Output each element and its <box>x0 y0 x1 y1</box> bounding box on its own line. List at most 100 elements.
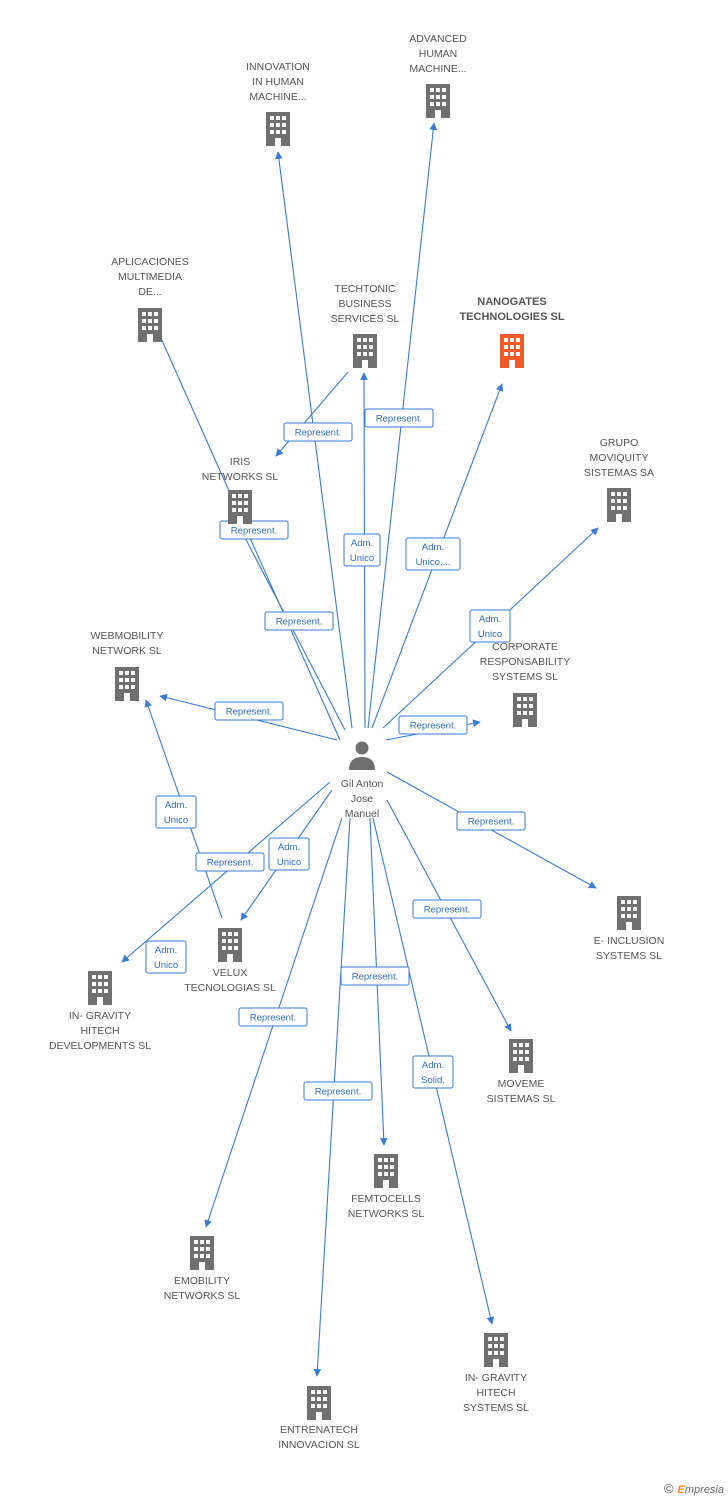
company-name-line: HITECH <box>476 1387 515 1399</box>
building-icon <box>500 334 524 368</box>
edge-label-aplicaciones[interactable]: Represent. <box>219 520 289 540</box>
company-name-line: MACHINE... <box>409 63 466 75</box>
company-node-velux[interactable]: VELUX TECNOLOGIAS SL <box>184 928 276 994</box>
edge-label-ingravity_dev[interactable]: Represent. <box>195 852 265 872</box>
edge-label-text: Represent. <box>424 905 470 916</box>
edge-labels-layer: Represent.Represent.Represent.Adm.UnicoA… <box>145 408 526 1101</box>
building-icon <box>607 488 631 522</box>
company-node-aplicaciones[interactable]: APLICACIONESMULTIMEDIADE... <box>111 256 189 342</box>
company-name-line: APLICACIONES <box>111 256 189 268</box>
company-name-line: SISTEMAS SA <box>584 467 654 479</box>
company-name-line: FEMTOCELLS <box>351 1193 421 1205</box>
edge-label-text: Unico <box>164 815 188 826</box>
edge-label-innovation[interactable]: Represent. <box>264 611 334 631</box>
edge-label-text: Unico <box>350 553 374 564</box>
edge-label-text: Represent. <box>295 428 341 439</box>
edge-label-text: Unico <box>478 629 502 640</box>
empresia-brand[interactable]: ©Empresia <box>664 1481 724 1496</box>
company-name-line: IN- GRAVITY <box>465 1372 527 1384</box>
building-icon <box>617 896 641 930</box>
company-node-iris[interactable]: IRIS NETWORKS SL <box>202 456 279 524</box>
edge-label-iris[interactable]: Represent. <box>283 422 353 442</box>
edge-label-corporate[interactable]: Represent. <box>398 715 468 735</box>
edge-label-entrenatech[interactable]: Represent. <box>303 1081 373 1101</box>
edge-label-text: Adm. <box>155 945 177 956</box>
company-node-ingravity_sys[interactable]: IN- GRAVITY HITECH SYSTEMS SL <box>463 1333 529 1414</box>
company-name-line: IN- GRAVITY <box>69 1010 131 1022</box>
company-name-line: DEVELOPMENTS SL <box>49 1040 151 1052</box>
company-node-femtocells[interactable]: FEMTOCELLS NETWORKS SL <box>348 1154 425 1220</box>
edge-label-advanced[interactable]: Represent. <box>364 408 434 428</box>
company-name-line: IRIS <box>230 456 250 468</box>
edge-label-einclusion[interactable]: Represent. <box>456 811 526 831</box>
company-node-corporate[interactable]: CORPORATE RESPONSABILITY SYSTEMS SL <box>480 641 570 727</box>
company-name-line: NETWORKS SL <box>202 471 279 483</box>
brand-name: mpresia <box>684 1484 724 1496</box>
company-name-line: E- INCLUSION <box>594 935 665 947</box>
edge-label-text: Unico,... <box>416 557 451 568</box>
company-name-line: INNOVACION SL <box>278 1439 360 1451</box>
building-icon <box>190 1236 214 1270</box>
edge-label-text: Adm. <box>479 614 501 625</box>
edge-label-techtonic[interactable]: Adm. Unico <box>343 533 381 567</box>
person-name-line: Jose <box>351 793 373 805</box>
edge-label-moveme[interactable]: Represent. <box>412 899 482 919</box>
building-icon <box>228 490 252 524</box>
edge-label-text: Adm. <box>165 800 187 811</box>
edge-label-velux[interactable]: Adm.Unico <box>268 837 310 871</box>
company-name-line: VELUX <box>213 967 247 979</box>
edge-label-grupo[interactable]: Adm. Unico <box>469 609 511 643</box>
company-name-line: WEBMOBILITY <box>91 630 164 642</box>
company-name-line: MULTIMEDIA <box>118 271 182 283</box>
edge-label-nanogates[interactable]: Adm.Unico,... <box>405 537 461 571</box>
edge-label-webmobility[interactable]: Adm. Unico <box>155 795 197 829</box>
edge-line-ingravity_dev <box>121 781 331 963</box>
company-name-line: MACHINE... <box>249 91 306 103</box>
company-name-line: RESPONSABILITY <box>480 656 570 668</box>
edge-label-text: Represent. <box>231 526 277 537</box>
edge-label-text: Represent. <box>250 1013 296 1024</box>
copyright-mark: © <box>663 1481 674 1496</box>
company-name-line: BUSINESS <box>338 298 391 310</box>
edge-label-text: Represent. <box>226 707 272 718</box>
edge-label-emobility[interactable]: Represent. <box>238 1007 308 1027</box>
company-name-line: CORPORATE <box>492 641 558 653</box>
edge-label-webmobility[interactable]: Represent. <box>214 701 284 721</box>
building-icon <box>353 334 377 368</box>
company-name-line: NETWORKS SL <box>164 1290 241 1302</box>
edge-label-text: Adm. <box>278 842 300 853</box>
building-icon <box>509 1039 533 1073</box>
company-name-line: SYSTEMS SL <box>492 671 558 683</box>
edge-label-ingravity_sys[interactable]: Adm.Solid. <box>412 1055 454 1089</box>
company-name-line: GRUPO <box>600 437 639 449</box>
edge-label-text: Represent. <box>315 1087 361 1098</box>
building-icon <box>374 1154 398 1188</box>
building-icon <box>484 1333 508 1367</box>
company-name-line: MOVEME <box>498 1078 545 1090</box>
company-name-line: NETWORKS SL <box>348 1208 425 1220</box>
company-name-line: TECNOLOGIAS SL <box>184 982 276 994</box>
edge-label-ingravity_dev[interactable]: Adm. Unico <box>145 940 187 974</box>
edge-label-text: Unico <box>154 960 178 971</box>
edge-label-femtocells[interactable]: Represent. <box>340 966 410 986</box>
company-name-line: SYSTEMS SL <box>463 1402 529 1414</box>
edge-label-text: Adm. <box>351 538 373 549</box>
edge-label-text: Represent. <box>376 414 422 425</box>
edge-line-iris <box>275 371 349 457</box>
company-name-line: HUMAN <box>419 48 458 60</box>
company-node-advanced[interactable]: ADVANCEDHUMANMACHINE... <box>409 33 467 118</box>
edge-label-text: Represent. <box>352 972 398 983</box>
